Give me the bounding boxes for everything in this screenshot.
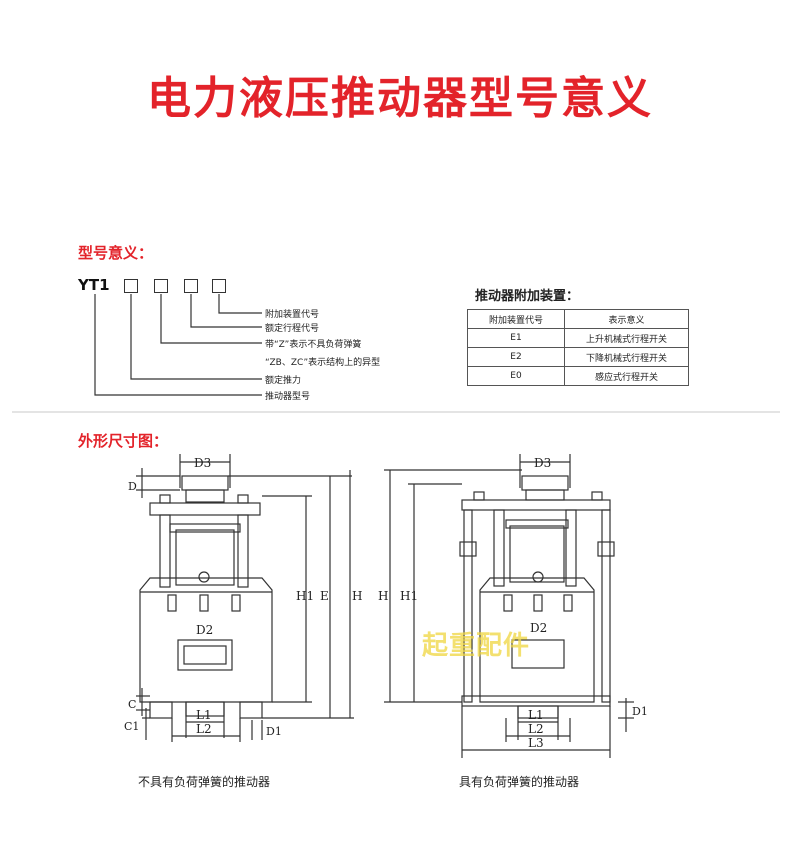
- right-label-l3: L3: [528, 736, 544, 750]
- model-leader-lines: [94, 294, 262, 396]
- column-header: 表示意义: [564, 309, 689, 329]
- left-label-l2: L2: [196, 722, 212, 736]
- code-box-3: [184, 279, 198, 293]
- right-label-d1: D1: [632, 705, 648, 718]
- left-thruster-drawing: D3 D H1 E H D2 C C1 L1 L2 D1: [124, 454, 362, 742]
- watermark: 起重配件: [422, 631, 531, 661]
- right-label-d3: D3: [534, 456, 551, 470]
- model-code: YT1: [78, 276, 110, 294]
- legend-label-stroke: 额定行程代号: [265, 324, 320, 334]
- devices-table: 附加装置代号 表示意义 E1 上升机械式行程开关 E2 下降机械式行程开关 E0…: [467, 309, 689, 386]
- left-label-c1: C1: [124, 720, 139, 733]
- left-label-h: H: [352, 589, 362, 603]
- left-label-h1: H1: [296, 589, 314, 603]
- legend-label-special: “ZB、ZC”表示结构上的异型: [265, 358, 381, 368]
- left-label-c: C: [128, 698, 136, 711]
- table-cell: E0: [467, 366, 565, 386]
- devices-heading: 推动器附加装置：: [475, 289, 580, 304]
- table-header-row: 附加装置代号 表示意义: [467, 309, 689, 329]
- right-caption: 具有负荷弹簧的推动器: [459, 775, 580, 789]
- code-box-4: [212, 279, 226, 293]
- page-title: 电力液压推动器型号意义: [147, 73, 653, 124]
- right-thruster-drawing: D3 H H1 D2 L1 L2 L3 D1: [378, 454, 648, 758]
- right-label-h1: H1: [400, 589, 418, 603]
- right-label-l1: L1: [528, 708, 544, 722]
- left-label-l1: L1: [196, 708, 212, 722]
- left-label-e: E: [320, 589, 329, 603]
- left-label-d2: D2: [196, 623, 213, 637]
- table-cell: E2: [467, 347, 565, 367]
- left-label-d: D: [128, 480, 137, 493]
- left-label-d3: D3: [194, 456, 211, 470]
- legend-label-thrust: 额定推力: [265, 376, 302, 386]
- table-cell: 上升机械式行程开关: [564, 328, 689, 348]
- table-cell: 感应式行程开关: [564, 366, 689, 386]
- table-cell: 下降机械式行程开关: [564, 347, 689, 367]
- left-label-d1: D1: [266, 725, 282, 738]
- model-meaning-heading: 型号意义：: [78, 244, 154, 262]
- column-header: 附加装置代号: [467, 309, 565, 329]
- dimension-heading: 外形尺寸图：: [78, 432, 169, 450]
- right-label-l2: L2: [528, 722, 544, 736]
- section-divider: [12, 411, 780, 413]
- table-row: E2 下降机械式行程开关: [467, 347, 689, 367]
- legend-label-no-spring: 带“Z”表示不具负荷弹簧: [265, 340, 362, 350]
- table-row: E0 感应式行程开关: [467, 366, 689, 386]
- right-label-d2: D2: [530, 621, 547, 635]
- legend-label-attachment: 附加装置代号: [265, 310, 320, 320]
- table-cell: E1: [467, 328, 565, 348]
- left-caption: 不具有负荷弹簧的推动器: [138, 775, 271, 789]
- code-box-2: [154, 279, 168, 293]
- table-row: E1 上升机械式行程开关: [467, 328, 689, 348]
- code-box-1: [124, 279, 138, 293]
- legend-label-model: 推动器型号: [265, 392, 311, 402]
- right-label-h: H: [378, 589, 388, 603]
